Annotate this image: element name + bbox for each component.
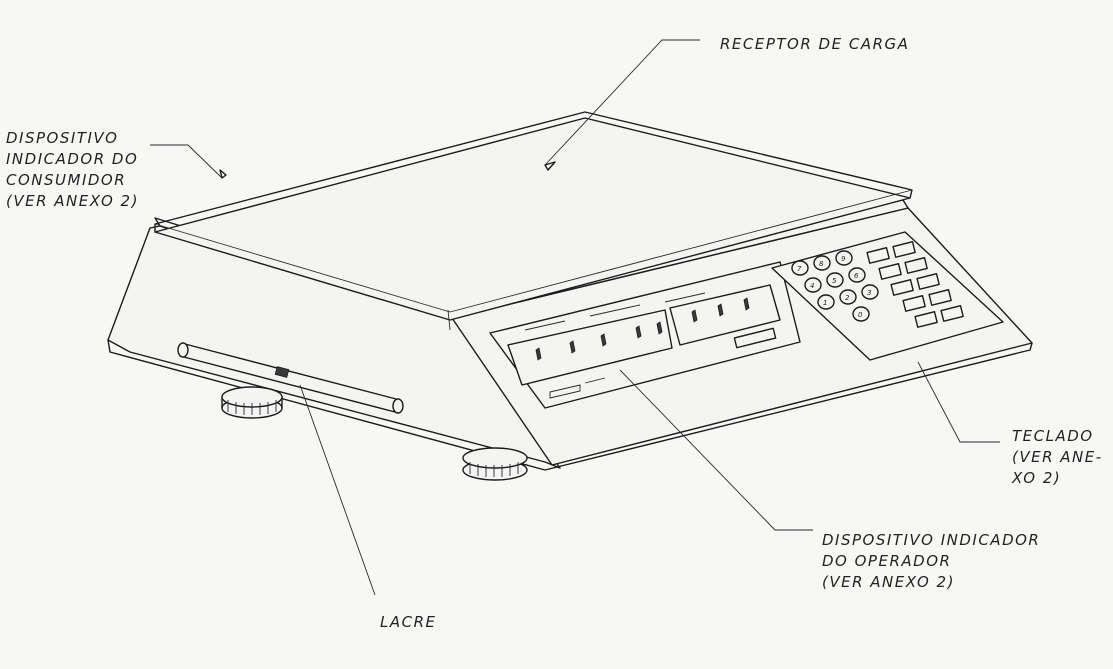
- tray-rim-front: [154, 223, 451, 313]
- label-line: DO OPERADOR: [822, 552, 952, 570]
- label-line: INDICADOR DO: [6, 150, 139, 168]
- keypad-key-label: 7: [797, 265, 802, 273]
- label-dispositivo-consumidor: DISPOSITIVO INDICADOR DO CONSUMIDOR (VER…: [6, 128, 139, 212]
- keypad-function-key: [940, 305, 964, 322]
- scale-foot-left: [221, 386, 283, 419]
- keypad-key-label: 8: [819, 260, 824, 268]
- keypad-function-key: [916, 273, 940, 290]
- keypad-key: [817, 294, 835, 310]
- keypad-key: [791, 260, 809, 276]
- keypad: 7 8 9 4 5 6 1 2 3 0: [771, 231, 1004, 361]
- label-teclado: TECLADO (VER ANE- XO 2): [1012, 426, 1103, 489]
- label-receptor-de-carga: RECEPTOR DE CARGA: [720, 35, 910, 53]
- label-line: DISPOSITIVO: [6, 129, 119, 147]
- leader-consumidor: [150, 144, 223, 179]
- keypad-key-label: 6: [854, 272, 859, 280]
- leader-receptor: [544, 39, 700, 166]
- leader-lacre: [299, 384, 376, 596]
- label-line: CONSUMIDOR: [6, 171, 127, 189]
- keypad-key: [839, 289, 857, 305]
- keypad-key-label: 0: [858, 311, 863, 319]
- operator-display-digits: [535, 297, 750, 361]
- label-dispositivo-operador: DISPOSITIVO INDICADOR DO OPERADOR (VER A…: [822, 530, 1040, 593]
- leader-operador: [619, 369, 813, 531]
- keypad-key: [861, 284, 879, 300]
- keypad-function-key: [866, 247, 890, 264]
- keypad-key: [826, 272, 844, 288]
- label-line: (VER ANEXO 2): [6, 192, 139, 210]
- keypad-function-key: [914, 311, 938, 328]
- keypad-key: [813, 255, 831, 271]
- keypad-function-key: [878, 263, 902, 280]
- leader-teclado: [917, 361, 1000, 443]
- leader-lines: [150, 39, 1000, 596]
- label-line: (VER ANEXO 2): [822, 573, 955, 591]
- keypad-key: [835, 250, 853, 266]
- keypad-key-label: 1: [823, 299, 827, 307]
- keypad-key: [804, 277, 822, 293]
- keypad-key: [848, 267, 866, 283]
- scale-foot-right: [462, 447, 528, 481]
- keypad-key-label: 9: [841, 255, 846, 263]
- label-line: DISPOSITIVO INDICADOR: [822, 531, 1041, 549]
- label-line: TECLADO: [1012, 427, 1094, 445]
- seal-rod: [177, 342, 404, 414]
- keypad-function-key: [904, 257, 928, 274]
- operator-display-panel: [489, 261, 801, 409]
- label-line: XO 2): [1012, 469, 1062, 487]
- keypad-keys: 7 8 9 4 5 6 1 2 3 0: [791, 241, 964, 328]
- keypad-key-label: 5: [832, 277, 837, 285]
- keypad-key: [852, 306, 870, 322]
- keypad-function-key: [890, 279, 914, 296]
- keypad-function-key: [892, 241, 916, 258]
- keypad-key-label: 3: [867, 289, 871, 297]
- label-line: (VER ANE-: [1012, 448, 1103, 466]
- keypad-function-key: [902, 295, 926, 312]
- tray-rim: [154, 111, 913, 233]
- keypad-function-key: [928, 289, 952, 306]
- keypad-key-label: 2: [845, 294, 850, 302]
- keypad-key-label: 4: [810, 282, 814, 290]
- label-lacre: LACRE: [380, 613, 437, 631]
- scale-bottom-edge: [107, 339, 1033, 471]
